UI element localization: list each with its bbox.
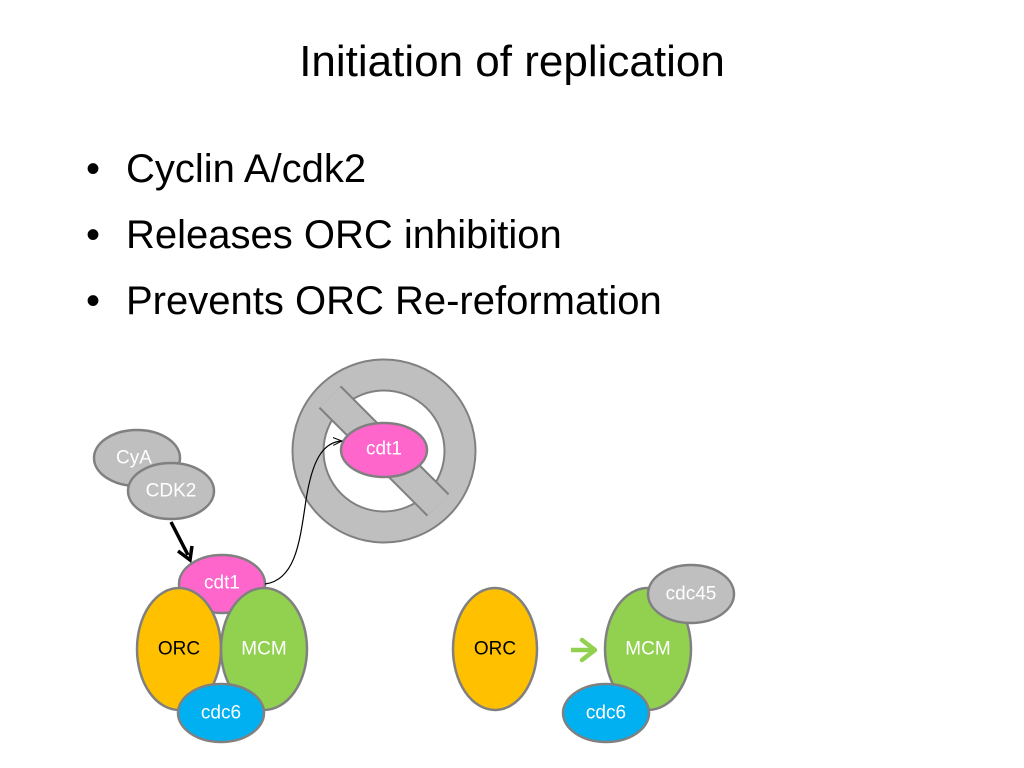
mcm-label: MCM — [241, 639, 286, 660]
bullet-item: • Prevents ORC Re-reformation — [86, 268, 662, 334]
release-arrow — [264, 441, 342, 585]
green-arrow-head — [579, 637, 598, 663]
bullet-dot-icon: • — [86, 213, 101, 257]
cdt1-label: cdt1 — [366, 439, 402, 460]
cdk2-label: CDK2 — [146, 481, 197, 502]
bullet-text: Prevents ORC Re-reformation — [126, 279, 662, 323]
cdc6-label: cdc6 — [586, 703, 626, 724]
mcm-label: MCM — [625, 639, 670, 660]
left-complex: CyA CDK2 cdt1 ORC MCM cdc6 — [92, 428, 342, 744]
arrow-shaft — [169, 521, 190, 556]
orc-protein — [451, 586, 539, 712]
bullet-item: • Cyclin A/cdk2 — [86, 136, 662, 202]
cdt1-protein-inhibited — [339, 421, 429, 479]
bullet-text: Releases ORC inhibition — [126, 213, 562, 257]
orc-label: ORC — [474, 639, 516, 660]
green-arrow-icon — [571, 637, 598, 663]
page-title: Initiation of replication — [299, 37, 725, 86]
orc-node: ORC — [451, 586, 539, 712]
phosphorylation-arrow — [169, 521, 194, 564]
bullet-item: • Releases ORC inhibition — [86, 202, 662, 268]
cdc45-node: cdc45 — [646, 563, 736, 625]
cdt1-label: cdt1 — [204, 573, 240, 594]
orc-label: ORC — [158, 639, 200, 660]
cdk2-protein — [126, 461, 216, 521]
cdc6-protein — [561, 682, 651, 744]
cdc45-label: cdc45 — [666, 584, 717, 605]
cdk2-node: CDK2 — [126, 461, 216, 521]
bullet-dot-icon: • — [86, 147, 101, 191]
bullet-dot-icon: • — [86, 279, 101, 323]
arrow-head — [176, 545, 194, 564]
bullet-list: • Cyclin A/cdk2 • Releases ORC inhibitio… — [86, 136, 662, 334]
cdc45-protein — [646, 563, 736, 625]
cdc6-node: cdc6 — [561, 682, 651, 744]
right-complex: ORC MCM cdc45 cdc6 — [451, 563, 736, 744]
inhibited-cdt1: cdt1 — [339, 421, 429, 479]
cya-label: CyA — [116, 448, 152, 469]
cdc6-label: cdc6 — [201, 703, 241, 724]
cdc6-protein — [176, 682, 266, 744]
cdc6-node: cdc6 — [176, 682, 266, 744]
bullet-text: Cyclin A/cdk2 — [126, 147, 367, 191]
prohibition-ring-fill — [293, 360, 475, 542]
